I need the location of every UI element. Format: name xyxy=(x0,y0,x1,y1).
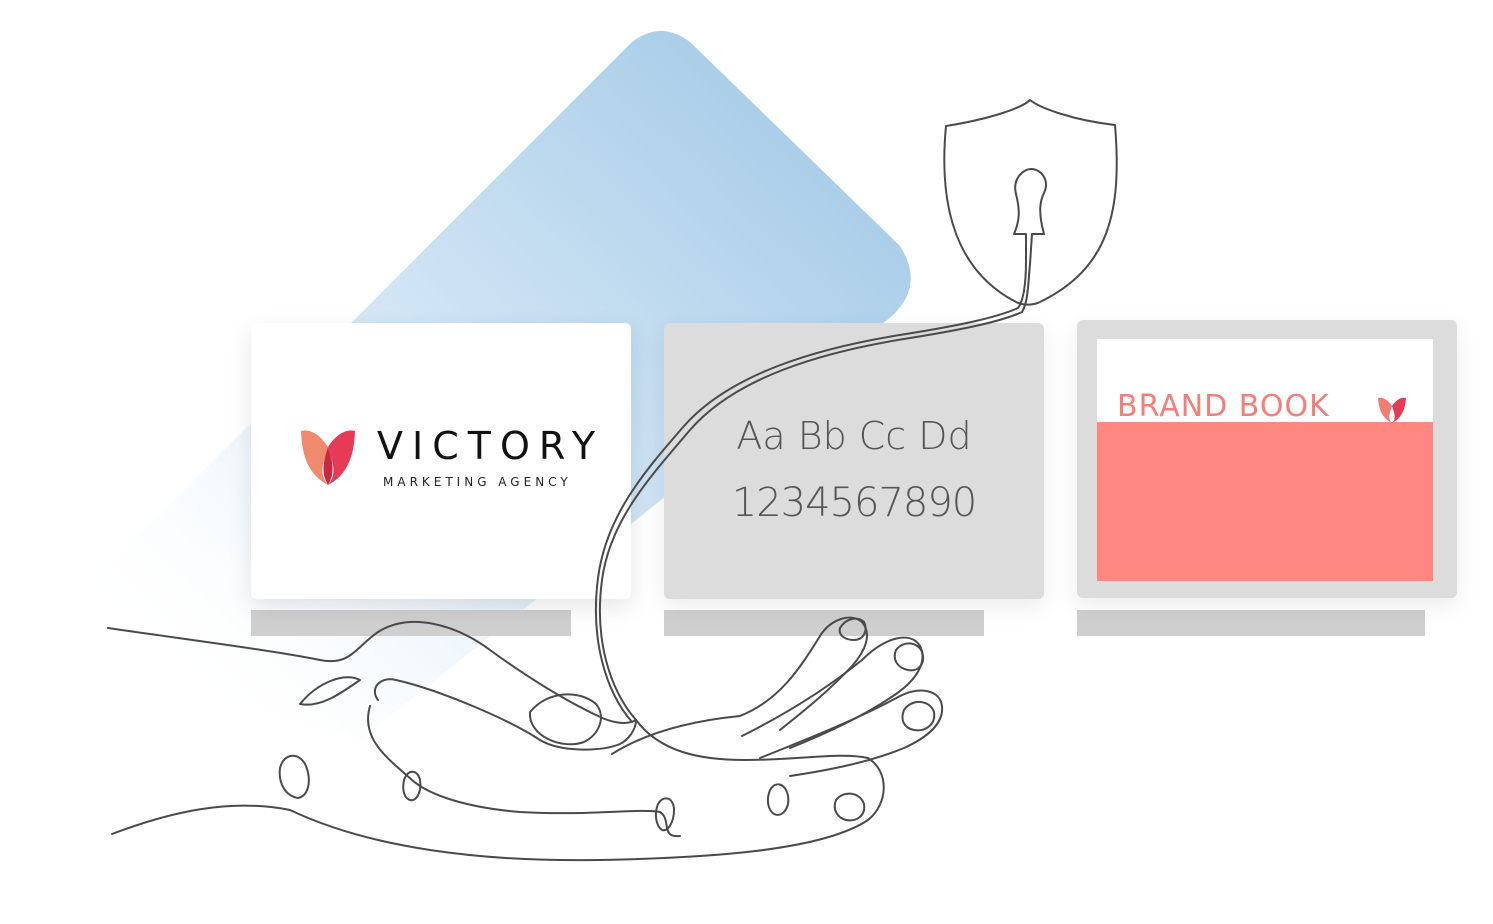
brand-book-page: BRAND BOOK xyxy=(1097,339,1433,581)
logo-card: VICTORY MARKETING AGENCY xyxy=(251,323,631,599)
logo-title: VICTORY xyxy=(377,424,605,468)
victory-logo: VICTORY MARKETING AGENCY xyxy=(299,427,609,497)
card-stand-typography xyxy=(664,610,984,636)
brand-book-color-block xyxy=(1097,422,1433,581)
heart-logo-icon xyxy=(301,430,355,485)
brand-book-card: BRAND BOOK xyxy=(1077,320,1457,598)
card-stand-brand-book xyxy=(1077,610,1425,636)
logo-subtitle: MARKETING AGENCY xyxy=(383,475,572,489)
card-stand-logo xyxy=(251,610,571,636)
type-specimen-letters: Aa Bb Cc Dd xyxy=(736,414,972,458)
brand-book-title: BRAND BOOK xyxy=(1117,389,1330,424)
typography-card: Aa Bb Cc Dd 1234567890 xyxy=(664,323,1044,599)
type-specimen-digits: 1234567890 xyxy=(731,480,978,526)
heart-logo-icon xyxy=(1378,397,1406,423)
